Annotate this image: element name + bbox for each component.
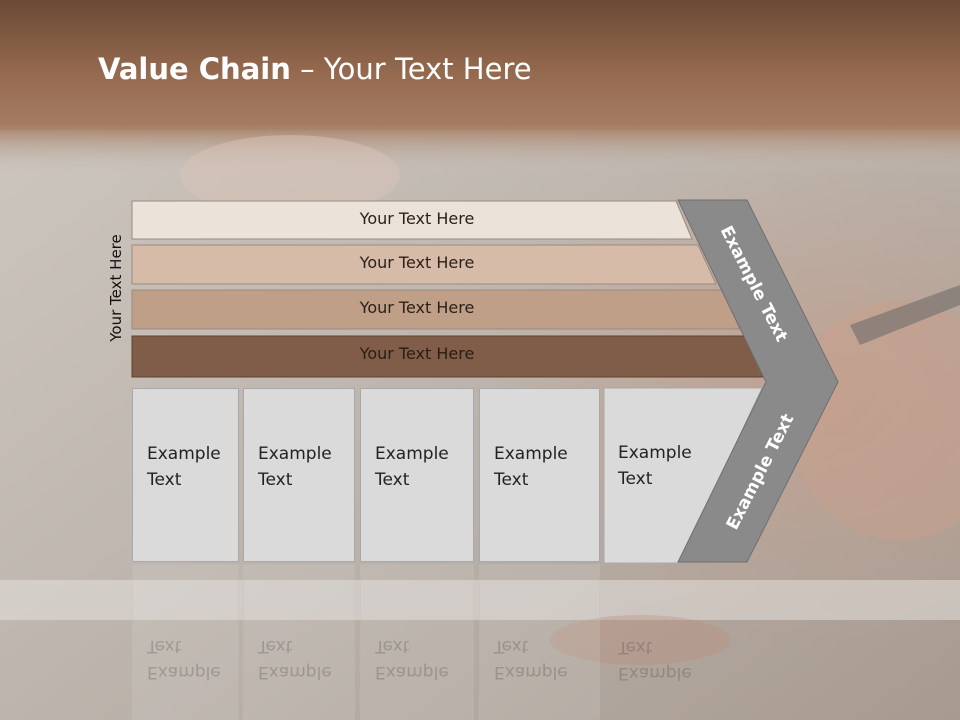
band-4-label: Your Text Here: [359, 344, 475, 363]
example-box-5-text: Example Text: [618, 443, 692, 489]
example-box-5-shape: [603, 387, 763, 564]
band-1-shape: [131, 200, 693, 240]
band-3-label: Your Text Here: [359, 298, 475, 317]
title-bold-part: Value Chain: [98, 52, 291, 86]
title-rest-part: – Your Text Here: [290, 52, 532, 86]
band-2-fill: [131, 244, 717, 285]
example-box-5-fill: [603, 387, 763, 564]
chevron-arrow-fill: [677, 199, 839, 563]
example-box-1-text: Example Text: [147, 444, 221, 490]
example-box-3: Example Text: [360, 388, 474, 562]
example-box-4: Example Text: [479, 388, 600, 562]
band-1: Your Text Here: [0, 200, 700, 242]
example-box-2: Example Text: [243, 388, 355, 562]
band-3: Your Text Here: [0, 289, 745, 331]
example-box-1: Example Text: [132, 388, 239, 562]
band-1-label: Your Text Here: [359, 209, 475, 228]
example-box-3-text: Example Text: [375, 444, 449, 490]
band-4: Your Text Here: [0, 335, 770, 378]
example-box-2-text: Example Text: [258, 444, 332, 490]
band-2-shape: [131, 244, 717, 285]
band-2: Your Text Here: [0, 244, 720, 286]
slide-title: Value Chain – Your Text Here: [98, 52, 532, 86]
chevron-arrow: [677, 199, 839, 563]
band-2-label: Your Text Here: [359, 253, 475, 272]
band-1-fill: [131, 200, 693, 240]
example-box-4-text: Example Text: [494, 444, 568, 490]
